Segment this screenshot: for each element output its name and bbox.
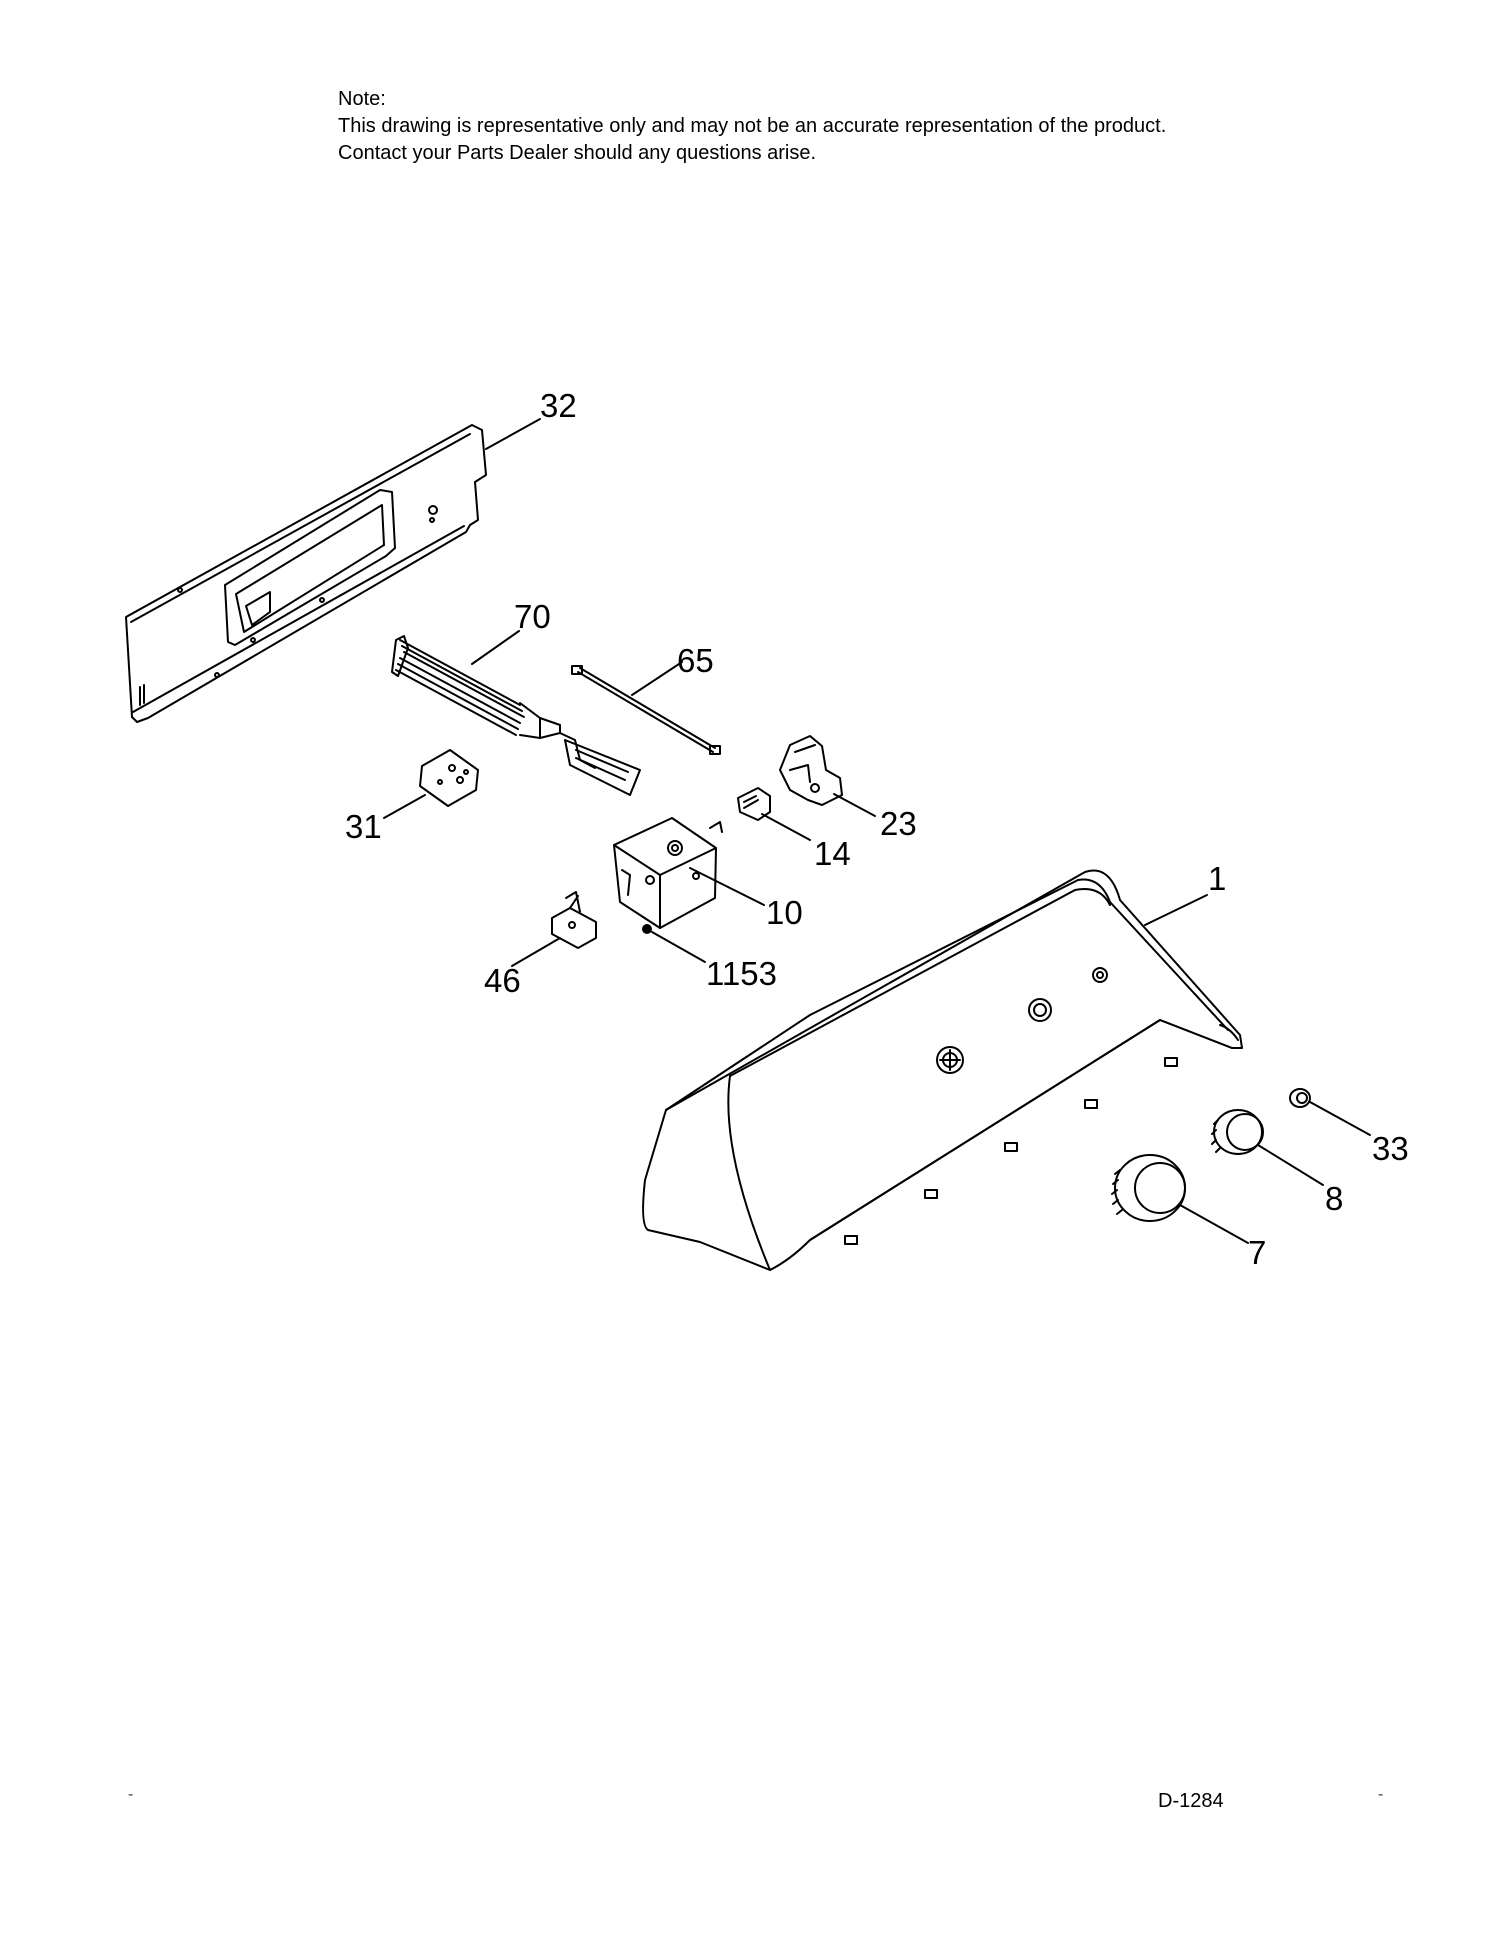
leader-65 — [631, 661, 683, 696]
leader-10 — [689, 867, 765, 906]
label-10: 10 — [766, 894, 803, 931]
leader-46 — [511, 937, 561, 967]
label-31: 31 — [345, 808, 382, 845]
part-70-wire-harness — [391, 635, 641, 796]
label-7: 7 — [1248, 1234, 1266, 1271]
label-8: 8 — [1325, 1180, 1343, 1217]
leader-1 — [1144, 894, 1208, 926]
part-7-large-knob — [1111, 1154, 1186, 1222]
leader-32 — [485, 418, 541, 450]
part-46-bracket — [551, 891, 597, 949]
label-14: 14 — [814, 835, 851, 872]
part-10-timer — [613, 817, 723, 929]
label-23: 23 — [880, 805, 917, 842]
part-31-board — [419, 749, 479, 807]
part-32-rear-panel — [125, 424, 487, 723]
label-70: 70 — [514, 598, 551, 635]
part-23-switch — [779, 735, 843, 806]
leader-8 — [1257, 1144, 1324, 1186]
label-33: 33 — [1372, 1130, 1409, 1167]
leader-23 — [833, 793, 876, 817]
footer-right-mark: - — [1378, 1786, 1384, 1803]
part-14-connector — [737, 787, 771, 821]
footer-left-mark: - — [128, 1786, 134, 1803]
note-block: Note: This drawing is representative onl… — [338, 86, 1166, 167]
label-32: 32 — [540, 387, 577, 424]
label-65: 65 — [677, 642, 714, 679]
label-1153: 1153 — [706, 955, 777, 992]
label-1: 1 — [1208, 860, 1226, 897]
leader-14 — [761, 813, 811, 841]
part-8-medium-knob — [1211, 1109, 1264, 1155]
label-46: 46 — [484, 962, 521, 999]
leader-7 — [1179, 1204, 1249, 1244]
leader-70 — [471, 630, 520, 665]
part-1-console — [642, 869, 1243, 1271]
leader-31 — [383, 794, 426, 819]
leader-1153 — [651, 931, 706, 963]
note-heading: Note: — [338, 88, 386, 110]
leader-33 — [1309, 1101, 1371, 1136]
note-line-2: Contact your Parts Dealer should any que… — [338, 142, 817, 164]
note-line-1: This drawing is representative only and … — [338, 115, 1167, 137]
part-33-small-knob — [1289, 1088, 1311, 1108]
part-1153-screw — [642, 924, 652, 934]
drawing-code: D-1284 — [1158, 1790, 1224, 1812]
part-65-wire-rod — [571, 665, 721, 755]
